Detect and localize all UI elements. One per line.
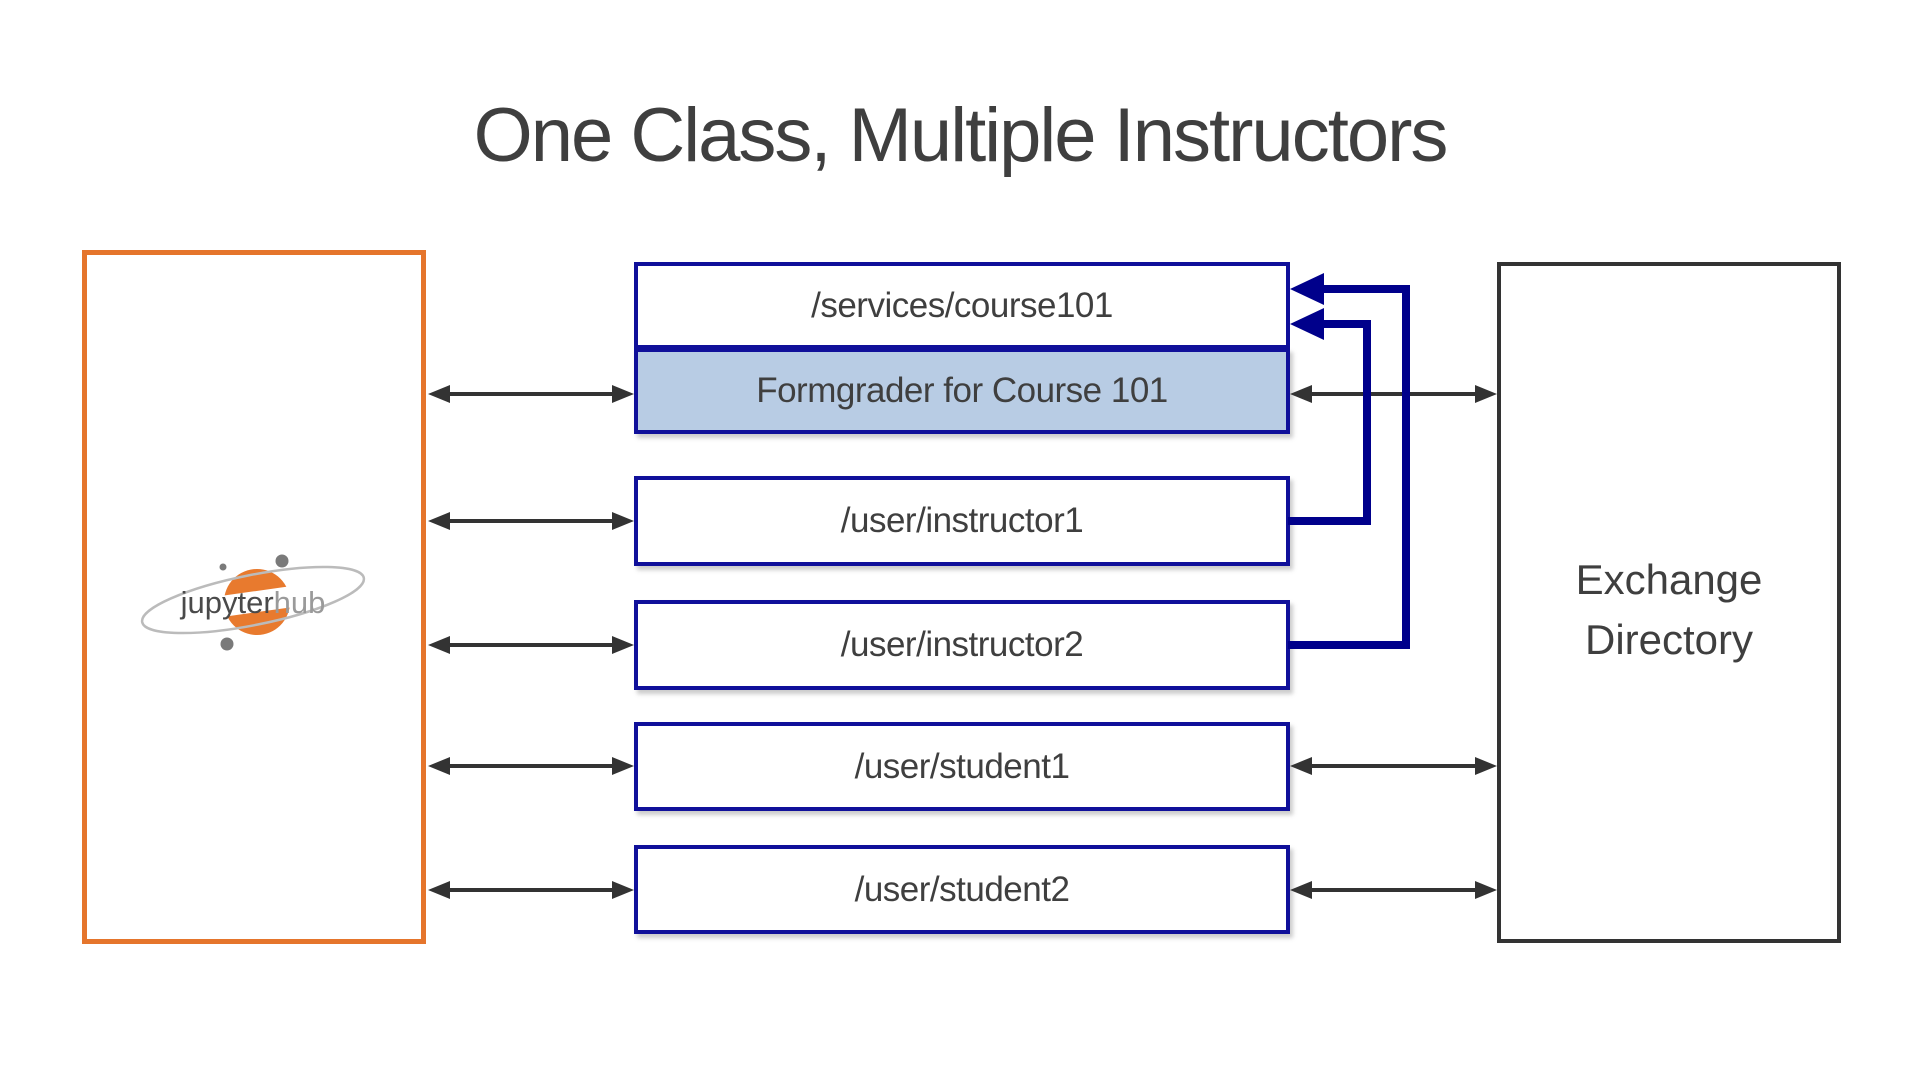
arrow-hub-instructor1 (428, 512, 634, 530)
logo-wordmark: jupyterhub (180, 585, 326, 620)
arrow-instructor2-services (1288, 273, 1410, 649)
arrow-formgrader-exchange (1290, 385, 1497, 403)
logo-band (208, 584, 306, 619)
node-instructor1-label: /user/instructor1 (840, 501, 1084, 540)
exchange-label-line2: Directory (1584, 615, 1754, 663)
node-user-instructor1: /user/instructor1 (634, 476, 1290, 566)
jupyterhub-logo-icon: jupyterhub (140, 554, 366, 651)
logo-dot-top (275, 554, 289, 568)
node-instructor2-label: /user/instructor2 (840, 625, 1084, 664)
arrow-hub-student2 (428, 881, 634, 899)
logo-dot-small (219, 563, 227, 571)
node-student1-label: /user/student1 (854, 746, 1070, 786)
page-title: One Class, Multiple Instructors (473, 93, 1449, 178)
arrow-hub-instructor2 (428, 636, 634, 654)
node-user-student1: /user/student1 (634, 722, 1290, 811)
exchange-label-line1: Exchange (1575, 555, 1763, 603)
node-services-course101: /services/course101 (634, 262, 1290, 349)
arrow-student1-exchange (1290, 757, 1497, 775)
logo-dot-bottom (220, 637, 234, 651)
node-student2-label: /user/student2 (854, 869, 1070, 909)
node-formgrader: Formgrader for Course 101 (634, 348, 1290, 434)
arrow-instructor1-services (1288, 308, 1371, 525)
node-user-student2: /user/student2 (634, 845, 1290, 934)
arrow-student2-exchange (1290, 881, 1497, 899)
exchange-directory-box: Exchange Directory (1497, 262, 1841, 943)
node-formgrader-label: Formgrader for Course 101 (756, 371, 1168, 410)
node-user-instructor2: /user/instructor2 (634, 600, 1290, 690)
arrow-hub-formgrader (428, 385, 634, 403)
node-services-label: /services/course101 (811, 285, 1113, 325)
arrow-hub-student1 (428, 757, 634, 775)
logo-orbit-ring (140, 565, 366, 635)
